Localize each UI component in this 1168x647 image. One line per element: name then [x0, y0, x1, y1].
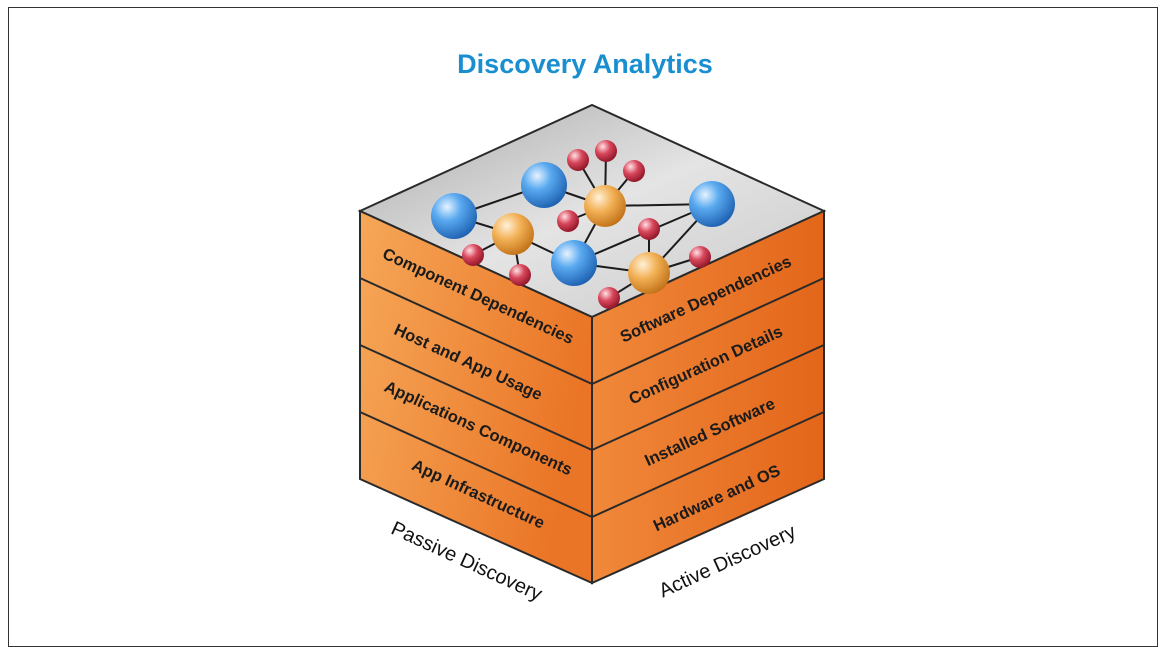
red-node-sphere	[689, 246, 711, 268]
orange-node-sphere	[492, 213, 534, 255]
orange-nodes	[492, 185, 670, 294]
red-node-sphere	[623, 160, 645, 182]
blue-nodes	[431, 162, 735, 286]
diagram-frame: Discovery Analytics	[8, 7, 1158, 647]
discovery-cube-diagram: Discovery Analytics	[357, 49, 827, 606]
red-node-sphere	[462, 244, 484, 266]
blue-node-sphere	[431, 193, 477, 239]
blue-node-sphere	[551, 240, 597, 286]
red-node-sphere	[509, 264, 531, 286]
blue-node-sphere	[521, 162, 567, 208]
left-layer-dividers	[359, 277, 593, 518]
red-node-sphere	[557, 210, 579, 232]
red-node-sphere	[567, 149, 589, 171]
blue-node-sphere	[689, 181, 735, 227]
orange-node-sphere	[628, 252, 670, 294]
red-node-sphere	[598, 287, 620, 309]
red-node-sphere	[595, 140, 617, 162]
small-nodes	[462, 140, 711, 309]
red-node-sphere	[638, 218, 660, 240]
right-layer-dividers	[591, 277, 825, 518]
orange-node-sphere	[584, 185, 626, 227]
diagram-title: Discovery Analytics	[457, 49, 713, 79]
